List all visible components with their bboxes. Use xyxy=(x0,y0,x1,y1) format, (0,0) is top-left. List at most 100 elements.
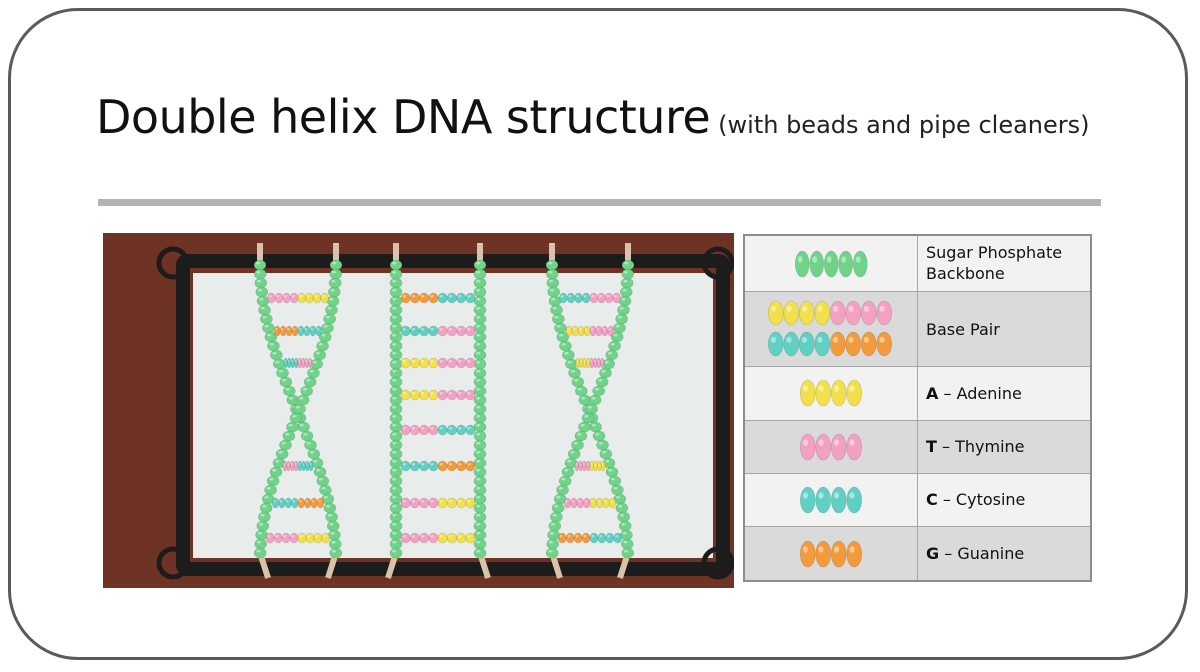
bead-highlight xyxy=(411,535,416,538)
bead-highlight xyxy=(604,361,609,364)
base-bead xyxy=(583,325,591,337)
bead-highlight xyxy=(439,535,443,538)
bead-highlight xyxy=(448,535,453,538)
bead-highlight xyxy=(818,385,824,393)
base-bead xyxy=(290,460,295,472)
bead-highlight xyxy=(275,328,278,331)
bead-highlight xyxy=(833,545,840,553)
bead-highlight xyxy=(598,463,600,466)
base-bead xyxy=(428,325,439,337)
backbone-bead xyxy=(567,448,581,460)
bead-highlight xyxy=(302,388,307,391)
base-bead xyxy=(419,389,430,401)
bead-highlight xyxy=(392,550,397,553)
base-bead xyxy=(428,292,439,304)
bead-highlight xyxy=(467,392,471,395)
bead-highlight xyxy=(476,469,481,472)
backbone-bead xyxy=(389,295,403,307)
base-bead xyxy=(456,497,467,509)
bead xyxy=(768,300,784,326)
bead-highlight xyxy=(614,295,617,298)
base-bead xyxy=(465,357,476,369)
bead xyxy=(815,486,831,514)
base-bead xyxy=(589,532,599,544)
bead xyxy=(798,331,815,357)
backbone-bead xyxy=(389,331,403,343)
backbone-swatch-cell xyxy=(743,234,918,292)
bead-highlight xyxy=(287,463,289,466)
bead xyxy=(830,331,846,357)
base-bead xyxy=(409,325,420,337)
backbone-bead xyxy=(389,340,403,352)
bead-highlight xyxy=(411,500,416,503)
base-bead xyxy=(267,292,276,304)
backbone-bead xyxy=(547,529,560,541)
bead-highlight xyxy=(302,463,304,466)
bead-highlight xyxy=(292,415,297,418)
bead-highlight xyxy=(601,451,607,454)
bead-highlight xyxy=(292,500,295,503)
backbone-bead xyxy=(615,502,629,514)
bead-highlight xyxy=(305,360,307,363)
bead-highlight xyxy=(565,500,568,503)
bead-highlight xyxy=(586,463,589,466)
bead-highlight xyxy=(591,535,595,538)
bead-highlight xyxy=(617,316,622,319)
bead-highlight xyxy=(421,392,425,395)
bead-highlight xyxy=(608,469,613,472)
thymine-letter: T xyxy=(926,437,937,457)
backbone-bead xyxy=(319,484,332,496)
base-bead xyxy=(309,325,317,337)
slide-title: Double helix DNA structure(with beads an… xyxy=(96,90,1090,144)
backbone-bead xyxy=(473,295,487,307)
bead-highlight xyxy=(863,336,870,343)
backbone-bead xyxy=(571,439,584,451)
base-bead xyxy=(419,460,430,472)
bead-highlight xyxy=(411,295,416,298)
legend-row-backbone: Sugar Phosphate Backbone xyxy=(743,234,1092,292)
base-pair-swatch-cell xyxy=(743,290,918,368)
bead-highlight xyxy=(392,298,397,301)
backbone-bead xyxy=(473,277,487,289)
bead-highlight xyxy=(256,541,262,544)
backbone-bead xyxy=(389,367,403,379)
base-bead xyxy=(446,389,457,401)
bead xyxy=(814,300,830,326)
backbone-bead xyxy=(473,493,487,505)
bead-highlight xyxy=(269,343,274,346)
backbone-label-line2: Backbone xyxy=(926,264,1005,284)
backbone-bead xyxy=(389,394,403,406)
bead-highlight xyxy=(476,532,481,535)
bead-highlight xyxy=(558,334,564,337)
backbone-bead xyxy=(303,376,317,388)
cytosine-bead-swatch xyxy=(800,486,862,514)
bead-highlight xyxy=(402,535,406,538)
bead-highlight xyxy=(281,379,287,382)
bead-highlight xyxy=(448,427,453,430)
bead-highlight xyxy=(402,295,406,298)
base-bead xyxy=(437,424,448,436)
base-bead xyxy=(582,460,587,472)
bead-highlight xyxy=(421,535,425,538)
base-bead xyxy=(305,460,310,472)
bead-highlight xyxy=(849,385,855,393)
base-bead xyxy=(589,357,594,369)
base-bead xyxy=(320,292,329,304)
bead-highlight xyxy=(848,305,854,312)
bead-highlight xyxy=(392,541,397,544)
bead-highlight xyxy=(601,463,604,466)
base-bead xyxy=(589,325,597,337)
backbone-bead xyxy=(389,475,403,487)
bead xyxy=(830,486,847,514)
base-bead xyxy=(290,357,295,369)
bead-highlight xyxy=(817,305,823,312)
bead-highlight xyxy=(802,492,809,499)
bead-highlight xyxy=(467,360,471,363)
base-bead xyxy=(419,325,430,337)
backbone-bead xyxy=(611,484,624,496)
cytosine-name: – Cytosine xyxy=(937,490,1026,510)
base-bead xyxy=(315,325,323,337)
backbone-bead xyxy=(313,349,326,361)
bead-highlight xyxy=(770,305,777,312)
bead-highlight xyxy=(421,463,425,466)
